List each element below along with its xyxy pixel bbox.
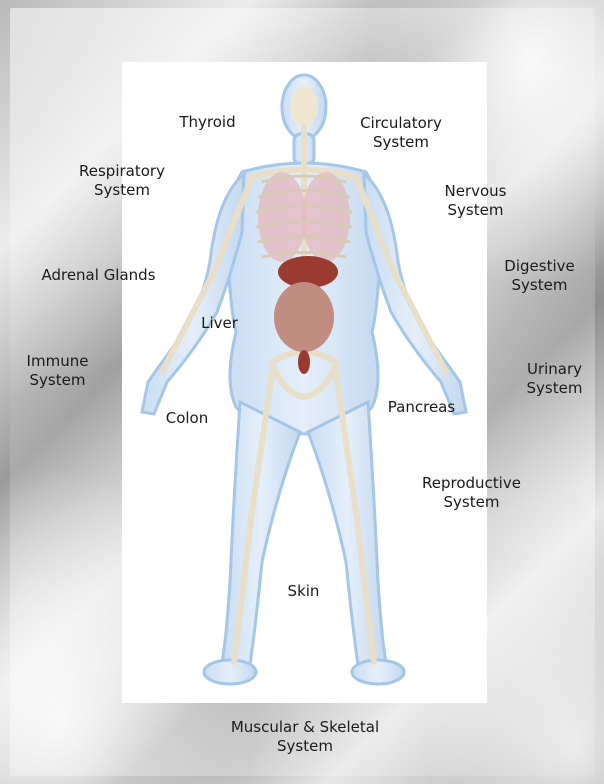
human-body-figure [122, 62, 487, 703]
label-muscular-skeletal-system: Muscular & Skeletal System [200, 718, 410, 756]
label-adrenal-glands: Adrenal Glands [26, 266, 171, 285]
label-respiratory-system: Respiratory System [62, 162, 182, 200]
label-urinary-system: Urinary System [512, 360, 597, 398]
label-immune-system: Immune System [20, 352, 95, 390]
label-reproductive-system: Reproductive System [404, 474, 539, 512]
label-circulatory-system: Circulatory System [356, 114, 446, 152]
label-pancreas: Pancreas [374, 398, 469, 417]
label-skin: Skin [276, 582, 331, 601]
label-colon: Colon [156, 409, 218, 428]
label-thyroid: Thyroid [170, 113, 245, 132]
label-nervous-system: Nervous System [428, 182, 523, 220]
label-digestive-system: Digestive System [492, 257, 587, 295]
label-liver: Liver [192, 314, 247, 333]
